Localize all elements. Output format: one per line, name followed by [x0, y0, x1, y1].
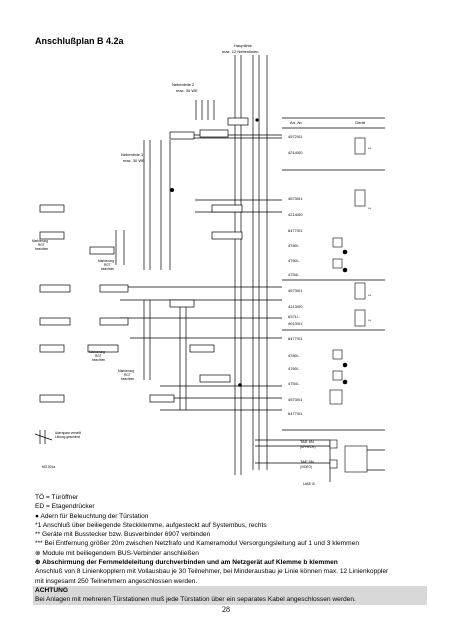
col-gerat-header: Gerät [355, 120, 366, 125]
nebenlinie2-label-1: Nebenlinie 2 [172, 82, 195, 87]
part-number: 4573/01 [288, 196, 303, 201]
markierung-label: RGT [38, 243, 45, 247]
note-6: Anschluß von 8 Linienkopplern mit Vollau… [35, 568, 389, 576]
markierung-label: Markierung [89, 350, 105, 354]
part-number: 4572/01 [288, 134, 303, 139]
note-2: ** Geräte mit Busstecker bzw. Busverbind… [35, 531, 211, 539]
part-number: 6477/01 [288, 411, 303, 416]
note-1: *1 Anschluß über beiliegende Steckklemme… [35, 521, 267, 529]
part-number: 4213/00 [288, 304, 303, 309]
note-ed: ED = Etagendrücker [35, 503, 95, 511]
markierung-label: beachten [35, 247, 48, 251]
markierung-label: RGT [95, 354, 102, 358]
part-number: 6371/.. [288, 314, 300, 319]
tae-video-sub: (VIDEO) [300, 465, 312, 469]
markierung-label: RGT [124, 373, 131, 377]
part-number: 4573/01 [288, 288, 303, 293]
part-number: 4760/.. [288, 366, 300, 371]
notes-block: TÖ = Türöffner ED = Etagendrücker ● Ader… [33, 493, 427, 605]
nebenlinie2-label-2: max. 30 WE [176, 88, 198, 93]
page-number: 28 [222, 605, 230, 614]
achtung-box: ACHTUNG Bei Anlagen mit mehreren Türstat… [33, 585, 427, 605]
note-4: ⊗ Module mit beiliegendem BUS-Verbinder … [35, 549, 199, 557]
part-number: 6477/01 [288, 228, 303, 233]
markierung-label: beachten [121, 377, 134, 381]
adern-legend: Adernpaar verseilt [55, 431, 81, 435]
hauptlinie-label-1: Hauptlinie [234, 43, 253, 48]
diagram-code: MO 501a [42, 465, 55, 469]
part-number: 4760/.. [288, 258, 300, 263]
col-artnr-header: Art.-Nr. [290, 120, 303, 125]
page-title: Anschlußplan B 4.2a [35, 36, 124, 46]
stars-note: ** [368, 293, 372, 298]
hauptlinie-label-2: max. 12 Nebenlinien [222, 49, 258, 54]
tae-video-label: TAE 6N [300, 459, 314, 464]
markierung-label: RGT [104, 263, 111, 267]
markierung-label: Markierung [98, 259, 114, 263]
markierung-label: Markierung [118, 369, 134, 373]
part-number: 4573/01 [288, 397, 303, 402]
markierung-label: beachten [92, 358, 105, 362]
markierung-label: beachten [101, 267, 114, 271]
part-number: 6477/01 [288, 336, 303, 341]
note-7: mit insgesamt 250 Teilnehmern angeschlos… [35, 577, 198, 585]
nebenlinie1-label-2: max. 30 WE [123, 158, 145, 163]
stars-note: ** [368, 146, 372, 151]
part-number: 4780/.. [288, 353, 300, 358]
note-adern: ● Adern für Beleuchtung der Türstation [35, 512, 149, 520]
stars-note: ** [368, 318, 372, 323]
note-5: ⊕ Abschirmung der Fernmeldeleitung durch… [35, 559, 338, 567]
part-number: 4754/.. [288, 272, 300, 277]
markierung-label: Markierung [32, 239, 48, 243]
part-number: 4214/00 [288, 150, 303, 155]
part-number: 4013/01 [288, 321, 303, 326]
uae-label: UAE 8 [303, 481, 315, 486]
tae-sprech-label: TAE 6N [300, 439, 314, 444]
nebenlinie1-label-1: Nebenlinie 1 [121, 152, 144, 157]
achtung-heading: ACHTUNG [35, 586, 68, 594]
note-3: *** Bei Entfernung größer 20m zwischen N… [35, 540, 360, 548]
adern-legend: Leitung geschirmt [55, 435, 80, 439]
note-to: TÖ = Türöffner [35, 494, 79, 501]
wiring-diagram: Hauptlinie max. 12 Nebenlinien Nebenlini… [32, 43, 385, 486]
achtung-text: Bei Anlagen mit mehreren Türstationen mu… [35, 596, 356, 604]
stars-note: ** [368, 206, 372, 211]
part-number: 4754/.. [288, 381, 300, 386]
part-number: 4214/00 [288, 212, 303, 217]
tae-sprech-sub: (SPRECH) [300, 445, 315, 449]
part-number: 4780/.. [288, 243, 300, 248]
